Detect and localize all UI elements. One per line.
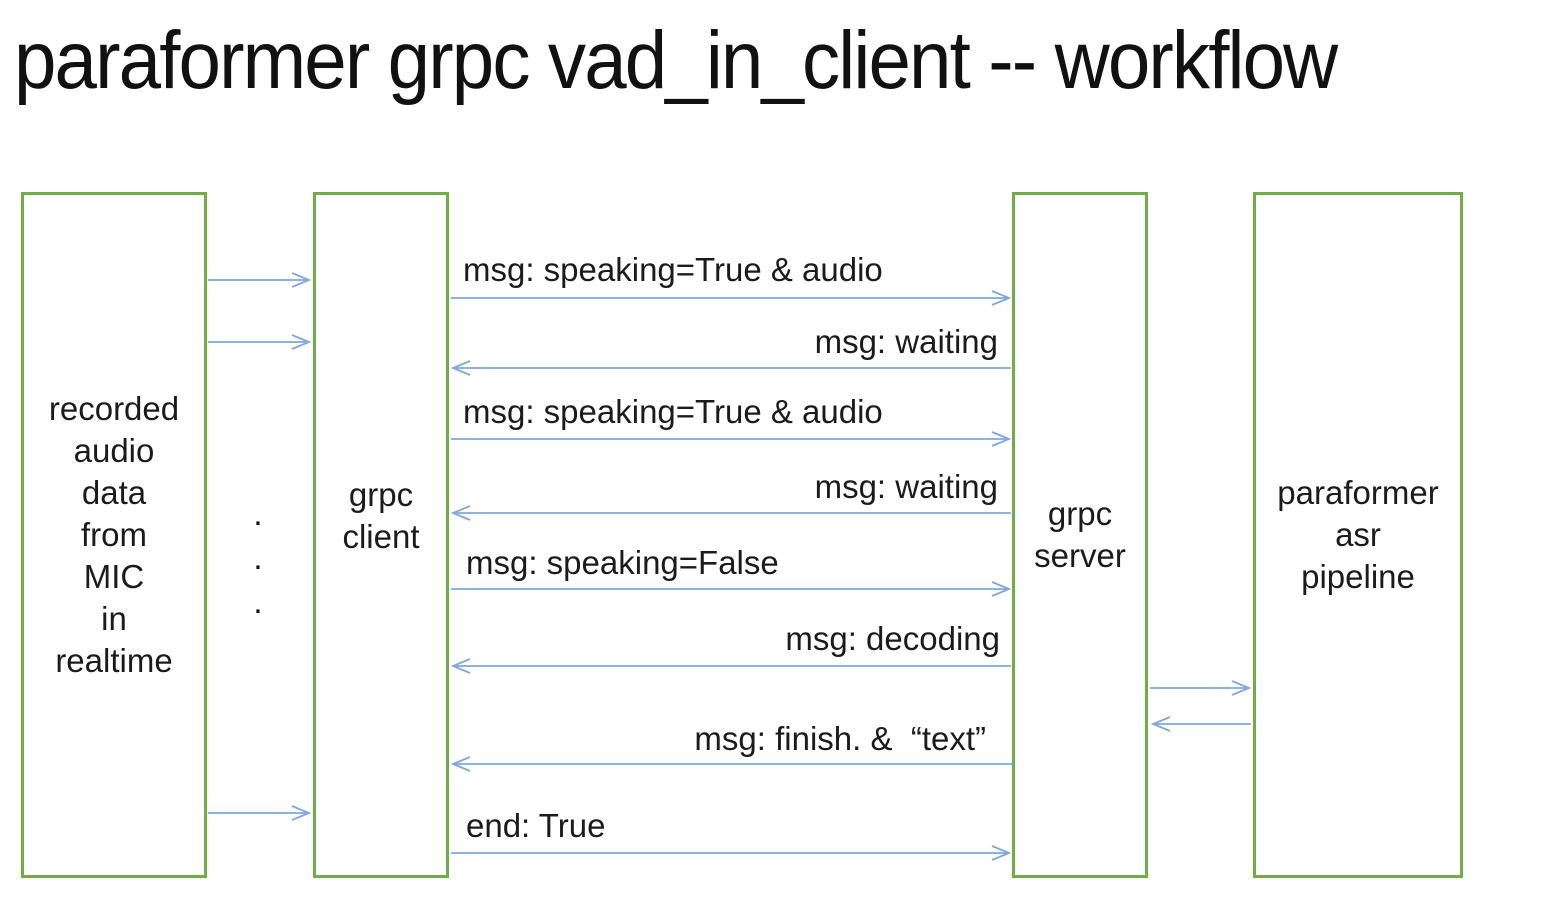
msg-speaking-true-2: msg: speaking=True & audio <box>463 393 883 430</box>
arrow-end-true <box>451 845 1012 861</box>
msg-end-true: end: True <box>466 807 606 844</box>
msg-speaking-true-1: msg: speaking=True & audio <box>463 251 883 288</box>
arrow-mic-to-client-3 <box>208 805 312 821</box>
ellipsis-dots: . . . <box>253 495 263 620</box>
node-paraformer-asr: paraformer asr pipeline <box>1253 192 1463 878</box>
arrow-mic-to-client-2 <box>208 334 312 350</box>
msg-waiting-2: msg: waiting <box>814 468 998 505</box>
node-grpc-server-label: grpc server <box>1034 495 1126 574</box>
node-grpc-client-label: grpc client <box>342 476 420 555</box>
arrow-asr-to-server <box>1150 716 1251 732</box>
arrow-waiting-1 <box>450 360 1011 376</box>
msg-speaking-false: msg: speaking=False <box>466 544 779 581</box>
node-paraformer-asr-label: paraformer asr pipeline <box>1277 474 1439 595</box>
node-grpc-client: grpc client <box>313 192 449 878</box>
node-recorded-audio-label: recorded audio data from MIC in realtime <box>48 390 180 679</box>
node-recorded-audio: recorded audio data from MIC in realtime <box>21 192 207 878</box>
arrow-finish-text <box>450 756 1018 772</box>
msg-finish-text: msg: finish. & “text” <box>694 720 986 757</box>
arrow-mic-to-client-1 <box>208 272 312 288</box>
arrow-decoding <box>450 658 1011 674</box>
msg-waiting-1: msg: waiting <box>814 323 998 360</box>
arrow-server-to-asr <box>1150 680 1252 696</box>
node-grpc-server: grpc server <box>1012 192 1148 878</box>
page-title: paraformer grpc vad_in_client -- workflo… <box>14 15 1338 106</box>
arrow-speaking-true-1 <box>451 290 1012 306</box>
msg-decoding: msg: decoding <box>785 620 1000 657</box>
arrow-speaking-false <box>451 581 1012 597</box>
arrow-waiting-2 <box>450 505 1011 521</box>
arrow-speaking-true-2 <box>451 431 1012 447</box>
